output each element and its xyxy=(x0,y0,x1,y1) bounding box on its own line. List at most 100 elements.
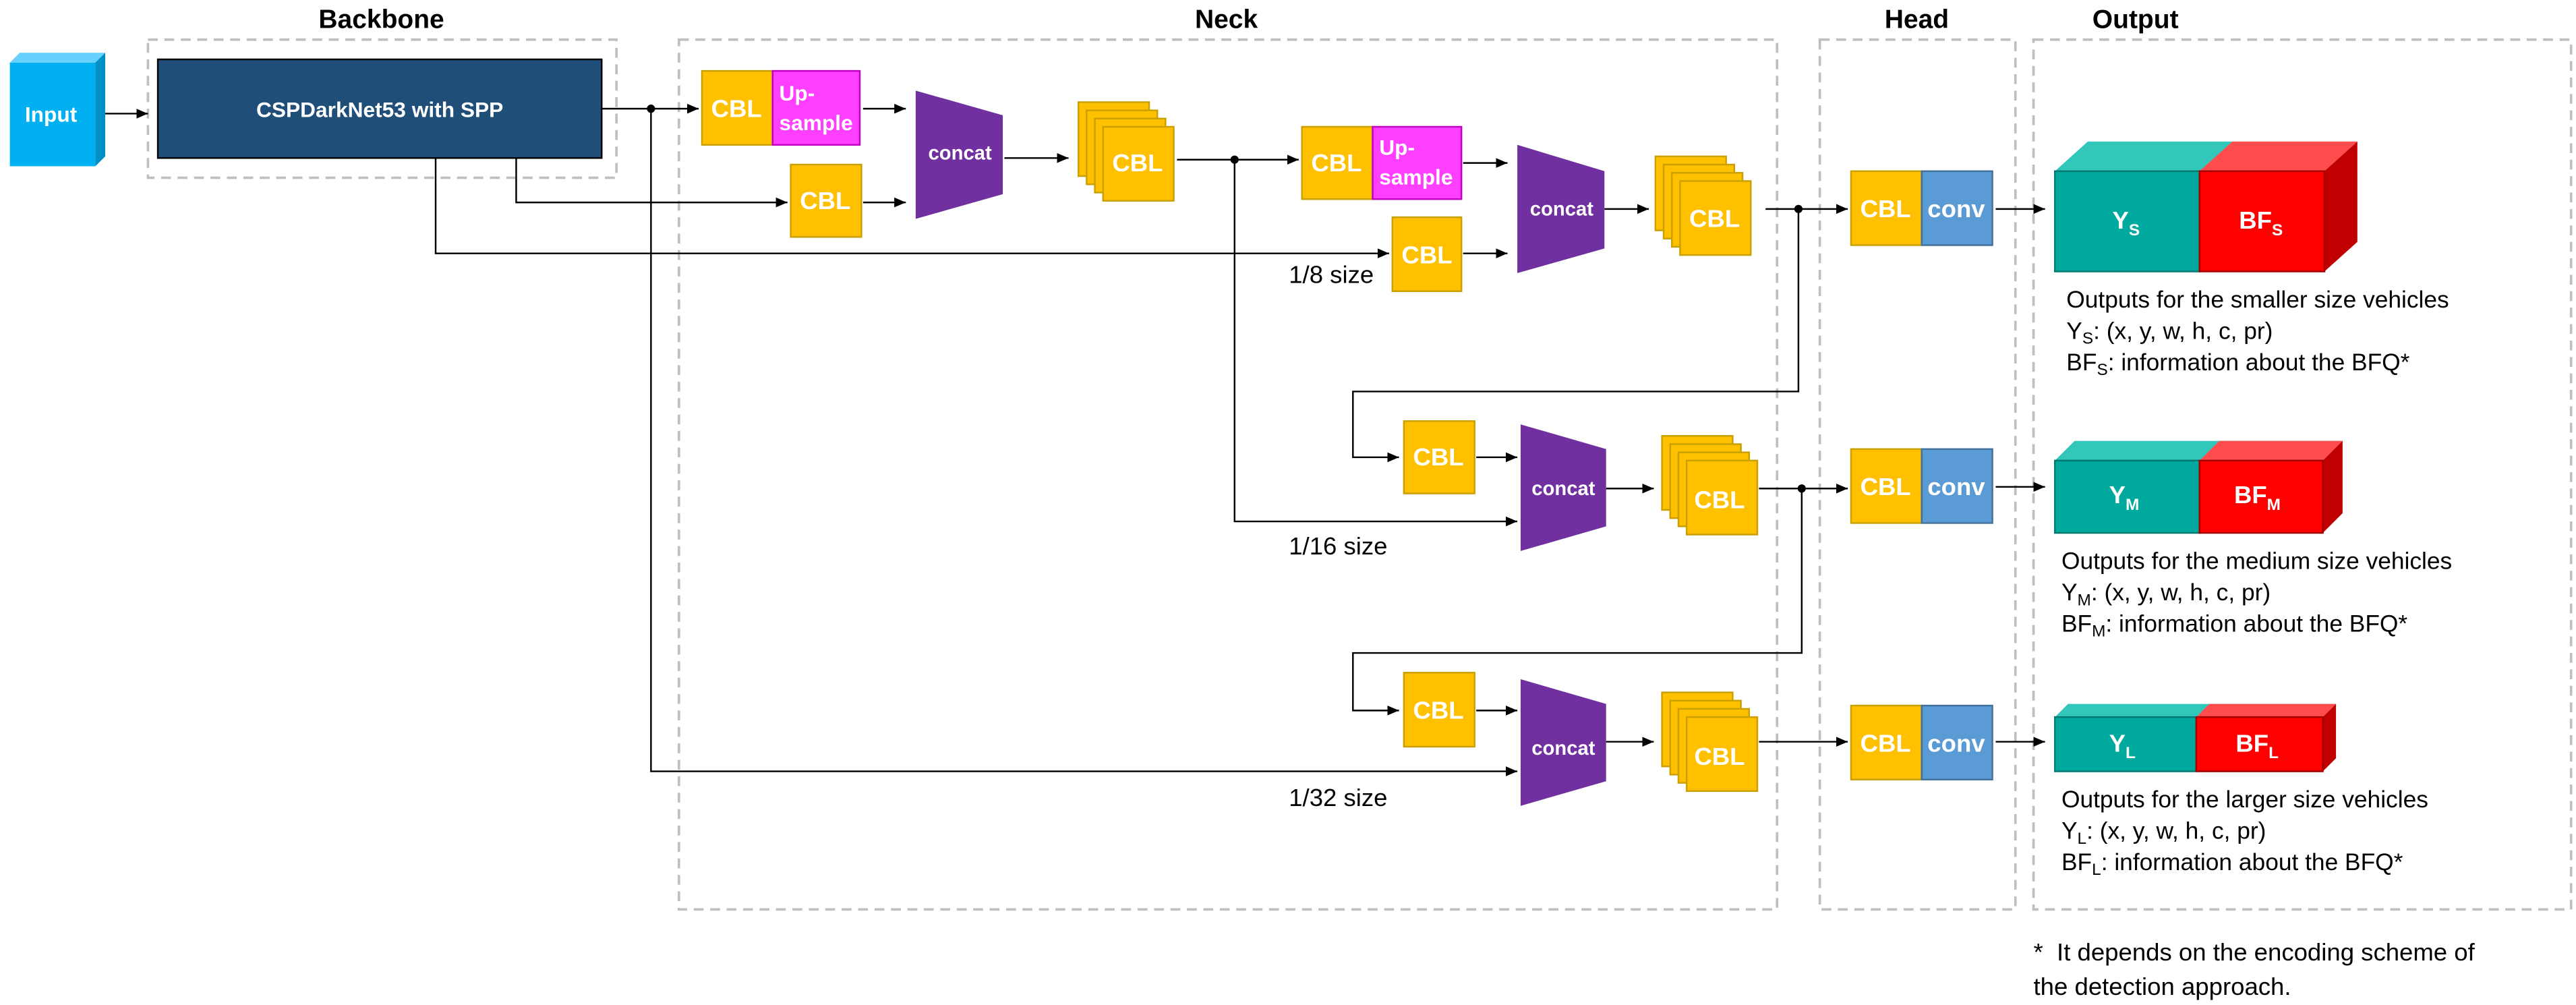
cbl-upsample-block-2: CBL Up- sample xyxy=(1301,125,1463,200)
bf-desc-symbol: BF xyxy=(2061,610,2092,637)
input-block: Input xyxy=(9,53,106,167)
footnote-line-1: * It depends on the encoding scheme of xyxy=(2034,938,2476,966)
svg-text:YM: YM xyxy=(2109,481,2140,514)
connectors xyxy=(105,103,2045,776)
cbl-label: CBL xyxy=(1689,205,1740,233)
svg-text:BFL: information about the BFQ: BFL: information about the BFQ* xyxy=(2061,849,2403,879)
svg-text:YL: YL xyxy=(2109,729,2136,762)
output-section-box xyxy=(2032,38,2573,911)
svg-text:YL: (x, y, w, h, c, pr): YL: (x, y, w, h, c, pr) xyxy=(2061,818,2266,848)
head-block-small: CBL conv xyxy=(1850,170,1993,246)
cbl-upsample-block-1: CBL Up- sample xyxy=(701,69,861,146)
output-title: Output xyxy=(2092,5,2179,34)
backbone-label: CSPDarkNet53 with SPP xyxy=(256,97,503,121)
bf-desc-sub: M xyxy=(2092,623,2105,641)
y-desc-sub: L xyxy=(2078,830,2087,848)
conv-label: conv xyxy=(1927,195,1985,223)
neck-title: Neck xyxy=(1195,5,1258,34)
backbone-title: Backbone xyxy=(318,5,444,34)
y-desc-symbol: Y xyxy=(2066,318,2082,344)
conv-label: conv xyxy=(1927,473,1985,500)
upsample-label-2: sample xyxy=(1379,165,1453,189)
y-desc-sub: M xyxy=(2078,591,2091,609)
cbl-label: CBL xyxy=(800,187,850,214)
cbl-label: CBL xyxy=(1413,443,1463,471)
output-desc-large: Outputs for the larger size vehicles YL:… xyxy=(2061,786,2428,879)
backbone-block: CSPDarkNet53 with SPP xyxy=(156,58,603,159)
neck-section-box xyxy=(677,38,1779,911)
backbone-section-box xyxy=(146,38,618,179)
conv-label: conv xyxy=(1927,729,1985,757)
concat-block-2: concat xyxy=(1517,144,1605,273)
concat-label: concat xyxy=(929,143,993,165)
output-desc-medium: Outputs for the medium size vehicles YM:… xyxy=(2061,548,2452,641)
scale-label-large: 1/32 size xyxy=(1289,784,1387,811)
cbl-label: CBL xyxy=(1112,149,1163,177)
footnote-line-2: the detection approach. xyxy=(2034,973,2291,1000)
output-tensor-medium: YM BFM xyxy=(2054,440,2343,534)
cbl-stack-medium: CBL xyxy=(1661,435,1759,536)
head-block-medium: CBL conv xyxy=(1850,448,1993,524)
junction-dots xyxy=(647,105,1806,493)
y-desc-symbol: Y xyxy=(2061,579,2078,606)
cbl-label: CBL xyxy=(1861,195,1911,223)
output-tensor-small: YS BFS xyxy=(2054,141,2358,272)
bf-symbol: BF xyxy=(2235,729,2268,757)
concat-block-large: concat xyxy=(1520,679,1606,806)
y-desc-symbol: Y xyxy=(2061,818,2078,844)
svg-text:YM: (x, y, w, h, c, pr): YM: (x, y, w, h, c, pr) xyxy=(2061,579,2271,609)
head-block-large: CBL conv xyxy=(1850,704,1993,780)
concat-label: concat xyxy=(1531,738,1596,759)
y-symbol: Y xyxy=(2113,206,2129,234)
bf-desc-text: : information about the BFQ* xyxy=(2101,849,2403,875)
cbl-label: CBL xyxy=(1413,697,1463,724)
bf-desc-text: : information about the BFQ* xyxy=(2108,349,2410,376)
svg-text:BFS: BFS xyxy=(2239,206,2283,239)
bf-desc-sub: S xyxy=(2097,361,2107,379)
bf-desc-text: : information about the BFQ* xyxy=(2105,610,2407,637)
cbl-label: CBL xyxy=(1861,729,1911,757)
bf-subscript: S xyxy=(2272,221,2283,239)
y-subscript: S xyxy=(2129,221,2140,239)
y-desc-text: : (x, y, w, h, c, pr) xyxy=(2086,818,2266,844)
cbl-label: CBL xyxy=(1694,486,1745,514)
output-desc-title: Outputs for the larger size vehicles xyxy=(2061,786,2428,813)
y-desc-text: : (x, y, w, h, c, pr) xyxy=(2093,318,2273,344)
upsample-label-1: Up- xyxy=(780,81,815,105)
cbl-label: CBL xyxy=(1861,473,1911,500)
y-desc-sub: S xyxy=(2082,330,2093,348)
scale-label-medium: 1/16 size xyxy=(1289,532,1387,560)
output-desc-small: Outputs for the smaller size vehicles YS… xyxy=(2066,287,2449,379)
svg-text:YS: (x, y, w, h, c, pr): YS: (x, y, w, h, c, pr) xyxy=(2066,318,2273,347)
cbl-label: CBL xyxy=(1694,743,1745,770)
upsample-label-1: Up- xyxy=(1379,135,1415,159)
y-subscript: M xyxy=(2126,496,2139,514)
bf-subscript: L xyxy=(2268,744,2279,762)
svg-text:YS: YS xyxy=(2113,206,2140,239)
upsample-label-2: sample xyxy=(780,111,853,135)
cbl-block-row2: CBL xyxy=(790,163,862,238)
y-symbol: Y xyxy=(2109,729,2126,757)
bf-desc-symbol: BF xyxy=(2061,849,2092,875)
output-tensor-large: YL BFL xyxy=(2054,704,2337,772)
y-desc-text: : (x, y, w, h, c, pr) xyxy=(2091,579,2271,606)
bf-desc-symbol: BF xyxy=(2066,349,2097,376)
cbl-label: CBL xyxy=(1311,149,1362,177)
y-subscript: L xyxy=(2126,744,2136,762)
svg-text:BFL: BFL xyxy=(2235,729,2279,762)
bf-symbol: BF xyxy=(2234,481,2267,509)
concat-block-1: concat xyxy=(915,90,1003,219)
cbl-stack-1: CBL xyxy=(1077,101,1175,202)
cbl-label: CBL xyxy=(711,94,762,122)
output-desc-title: Outputs for the smaller size vehicles xyxy=(2066,287,2449,313)
svg-text:BFS: information about the BFQ: BFS: information about the BFQ* xyxy=(2066,349,2409,379)
cbl-block-medium-input: CBL xyxy=(1403,420,1475,494)
bf-symbol: BF xyxy=(2239,206,2272,234)
concat-label: concat xyxy=(1530,199,1594,221)
svg-text:BFM: BFM xyxy=(2234,481,2281,514)
cbl-stack-small: CBL xyxy=(1654,155,1752,256)
head-title: Head xyxy=(1885,5,1949,34)
concat-block-medium: concat xyxy=(1520,424,1606,551)
scale-label-small: 1/8 size xyxy=(1289,261,1374,289)
